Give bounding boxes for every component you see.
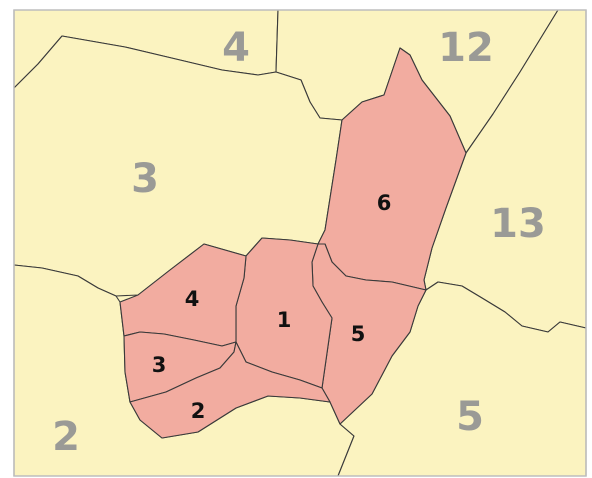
inner-label-4: 4 [185,287,200,311]
inner-label-1: 1 [277,308,292,332]
inner-label-3: 3 [152,353,167,377]
inner-label-5: 5 [351,322,366,346]
inner-label-2: 2 [191,399,206,423]
inner-region-2[interactable] [129,341,331,439]
outer-label-12: 12 [438,25,494,71]
map-frame [13,9,587,477]
inner-label-6: 6 [377,191,392,215]
outer-label-2: 2 [52,414,80,460]
outer-label-5: 5 [456,394,484,440]
outer-label-3: 3 [131,156,159,202]
outer-label-13: 13 [490,201,546,247]
outer-label-4: 4 [222,25,250,71]
